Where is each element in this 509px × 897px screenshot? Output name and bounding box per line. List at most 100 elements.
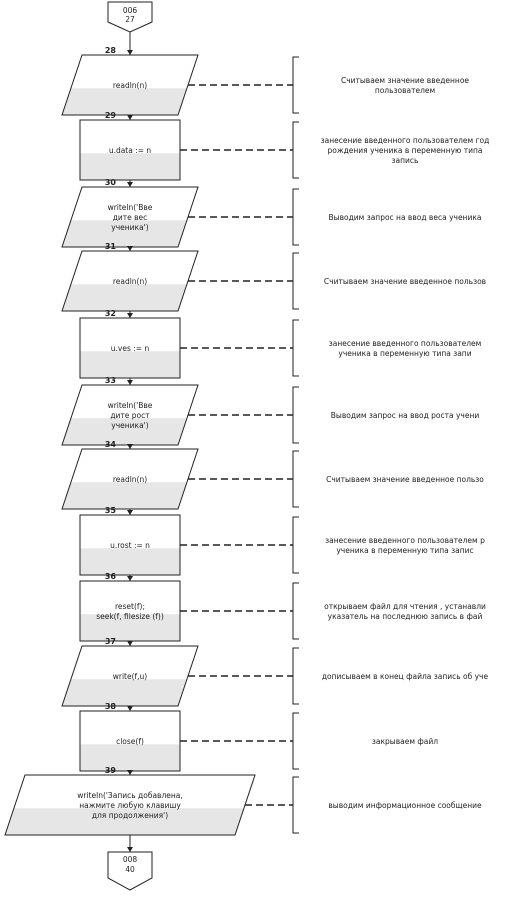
comment-text-line: запись (392, 156, 419, 165)
comment-text-line: закрываем файл (372, 737, 438, 746)
process-shape (79, 514, 181, 576)
step-text-line: readln(n) (113, 81, 147, 90)
io-shape (61, 186, 199, 248)
steps-layer: 28 readln(n) Считываем значение введенноеп… (4, 32, 490, 852)
step-text-line: дите вес (113, 213, 148, 222)
step-number: 39 (105, 766, 117, 775)
flow-step-34: 34 readln(n) Считываем значение введенное … (61, 440, 484, 510)
comment-bracket (292, 386, 299, 444)
flow-step-31: 31 readln(n) Считываем значение введенное … (61, 242, 486, 312)
end-connector-line1: 008 (123, 855, 138, 864)
flow-arrow (127, 380, 133, 385)
comment-text-line: Выводим запрос на ввод роста учени (331, 411, 480, 420)
comment-text-line: ученика в переменную типа запис (336, 546, 473, 555)
start-connector-line2: 27 (125, 15, 135, 24)
io-shape (61, 384, 199, 446)
step-text-line: writeln('Вве (108, 401, 153, 410)
flow-arrow (127, 847, 133, 852)
comment-bracket (292, 776, 299, 834)
comment-text-line: указатель на последнюю запись в фай (328, 612, 483, 621)
comment-text-line: рождения ученика в переменную типа (327, 146, 482, 155)
step-number: 31 (105, 242, 117, 251)
comment-bracket (292, 121, 299, 179)
end-connector: 008 40 (107, 851, 153, 891)
step-text-line: seek(f, filesize (f)) (96, 612, 164, 621)
start-connector: 006 27 (107, 1, 153, 33)
step-text-line: writeln('Вве (108, 203, 153, 212)
io-shape (61, 645, 199, 707)
comment-bracket (292, 319, 299, 377)
step-text-line: нажмите любую клавишу (79, 801, 181, 810)
step-number: 34 (105, 440, 117, 449)
comment-text-line: занесение введенного пользователем (329, 339, 482, 348)
comment-text-line: Считываем значение введенное пользо (326, 475, 484, 484)
comment-text-line: Выводим запрос на ввод веса ученика (329, 213, 482, 222)
start-connector-shape (107, 1, 153, 33)
flow-arrow (127, 770, 133, 775)
comment-text-line: открываем файл для чтения , устанавли (324, 602, 486, 611)
comment-text-line: пользователем (375, 86, 435, 95)
step-text-line: ученика') (111, 421, 148, 430)
comment-bracket (292, 712, 299, 770)
step-number: 37 (105, 637, 116, 646)
io-shape (61, 250, 199, 312)
end-connector-shape (107, 851, 153, 891)
step-number: 38 (105, 702, 117, 711)
comment-text-line: Считываем значение введенное (341, 76, 469, 85)
step-text-line: reset(f); (115, 602, 145, 611)
flow-step-29: 29 u.data := n занесение введенного пользо… (79, 111, 490, 181)
process-shape (79, 710, 181, 772)
step-number: 28 (105, 46, 117, 55)
start-connector-line1: 006 (123, 6, 138, 15)
flow-arrow (127, 115, 133, 120)
step-number: 32 (105, 309, 116, 318)
step-number: 36 (105, 572, 117, 581)
step-text-line: дите рост (110, 411, 150, 420)
flow-step-36: 36 reset(f);seek(f, filesize (f)) открывае… (79, 572, 486, 642)
comment-bracket (292, 56, 299, 114)
comment-text-line: занесение введенного пользователем год (321, 136, 490, 145)
flow-arrow (127, 576, 133, 581)
comment-bracket (292, 516, 299, 574)
step-text-line: ученика') (111, 223, 148, 232)
step-text-line: u.data := n (109, 146, 152, 155)
flow-arrow (127, 444, 133, 449)
step-text-line: u.rost := n (110, 541, 150, 550)
flow-arrow (127, 641, 133, 646)
flow-step-39: 39 writeln('Запись добавлена,нажмите любу… (4, 766, 482, 836)
step-number: 30 (105, 178, 117, 187)
flow-step-35: 35 u.rost := n занесение введенного пользо… (79, 506, 485, 576)
comment-text-line: занесение введенного пользователем р (325, 536, 485, 545)
comment-bracket (292, 647, 299, 705)
step-text-line: u.ves := n (111, 344, 150, 353)
comment-text-line: Считываем значение введенное пользов (324, 277, 486, 286)
step-text-line: close(f) (116, 737, 144, 746)
comment-text-line: дописываем в конец файла запись об уче (322, 672, 489, 681)
io-shape (61, 54, 199, 116)
process-shape (79, 580, 181, 642)
comment-text-line: выводим информационное сообщение (328, 801, 482, 810)
step-number: 29 (105, 111, 117, 120)
step-text-line: write(f,u) (113, 672, 148, 681)
flow-arrow (127, 313, 133, 318)
step-text-line: writeln('Запись добавлена, (77, 791, 183, 800)
step-number: 35 (105, 506, 117, 515)
io-shape (4, 774, 256, 836)
comment-text-line: ученика в переменную типа запи (338, 349, 471, 358)
flow-step-38: 38 close(f) закрываем файл (79, 702, 438, 772)
step-number: 33 (105, 376, 116, 385)
comment-bracket (292, 450, 299, 508)
flow-arrow (127, 182, 133, 187)
flow-arrow (127, 50, 133, 55)
flow-step-37: 37 write(f,u) дописываем в конец файла зап… (61, 637, 489, 707)
flow-step-32: 32 u.ves := n занесение введенного пользов… (79, 309, 482, 379)
flow-arrow (127, 706, 133, 711)
process-shape (79, 317, 181, 379)
step-text-line: readln(n) (113, 277, 147, 286)
step-text-line: для продолжения') (92, 811, 168, 820)
flow-arrow (127, 510, 133, 515)
step-text-line: readln(n) (113, 475, 147, 484)
end-connector-line2: 40 (125, 865, 135, 874)
